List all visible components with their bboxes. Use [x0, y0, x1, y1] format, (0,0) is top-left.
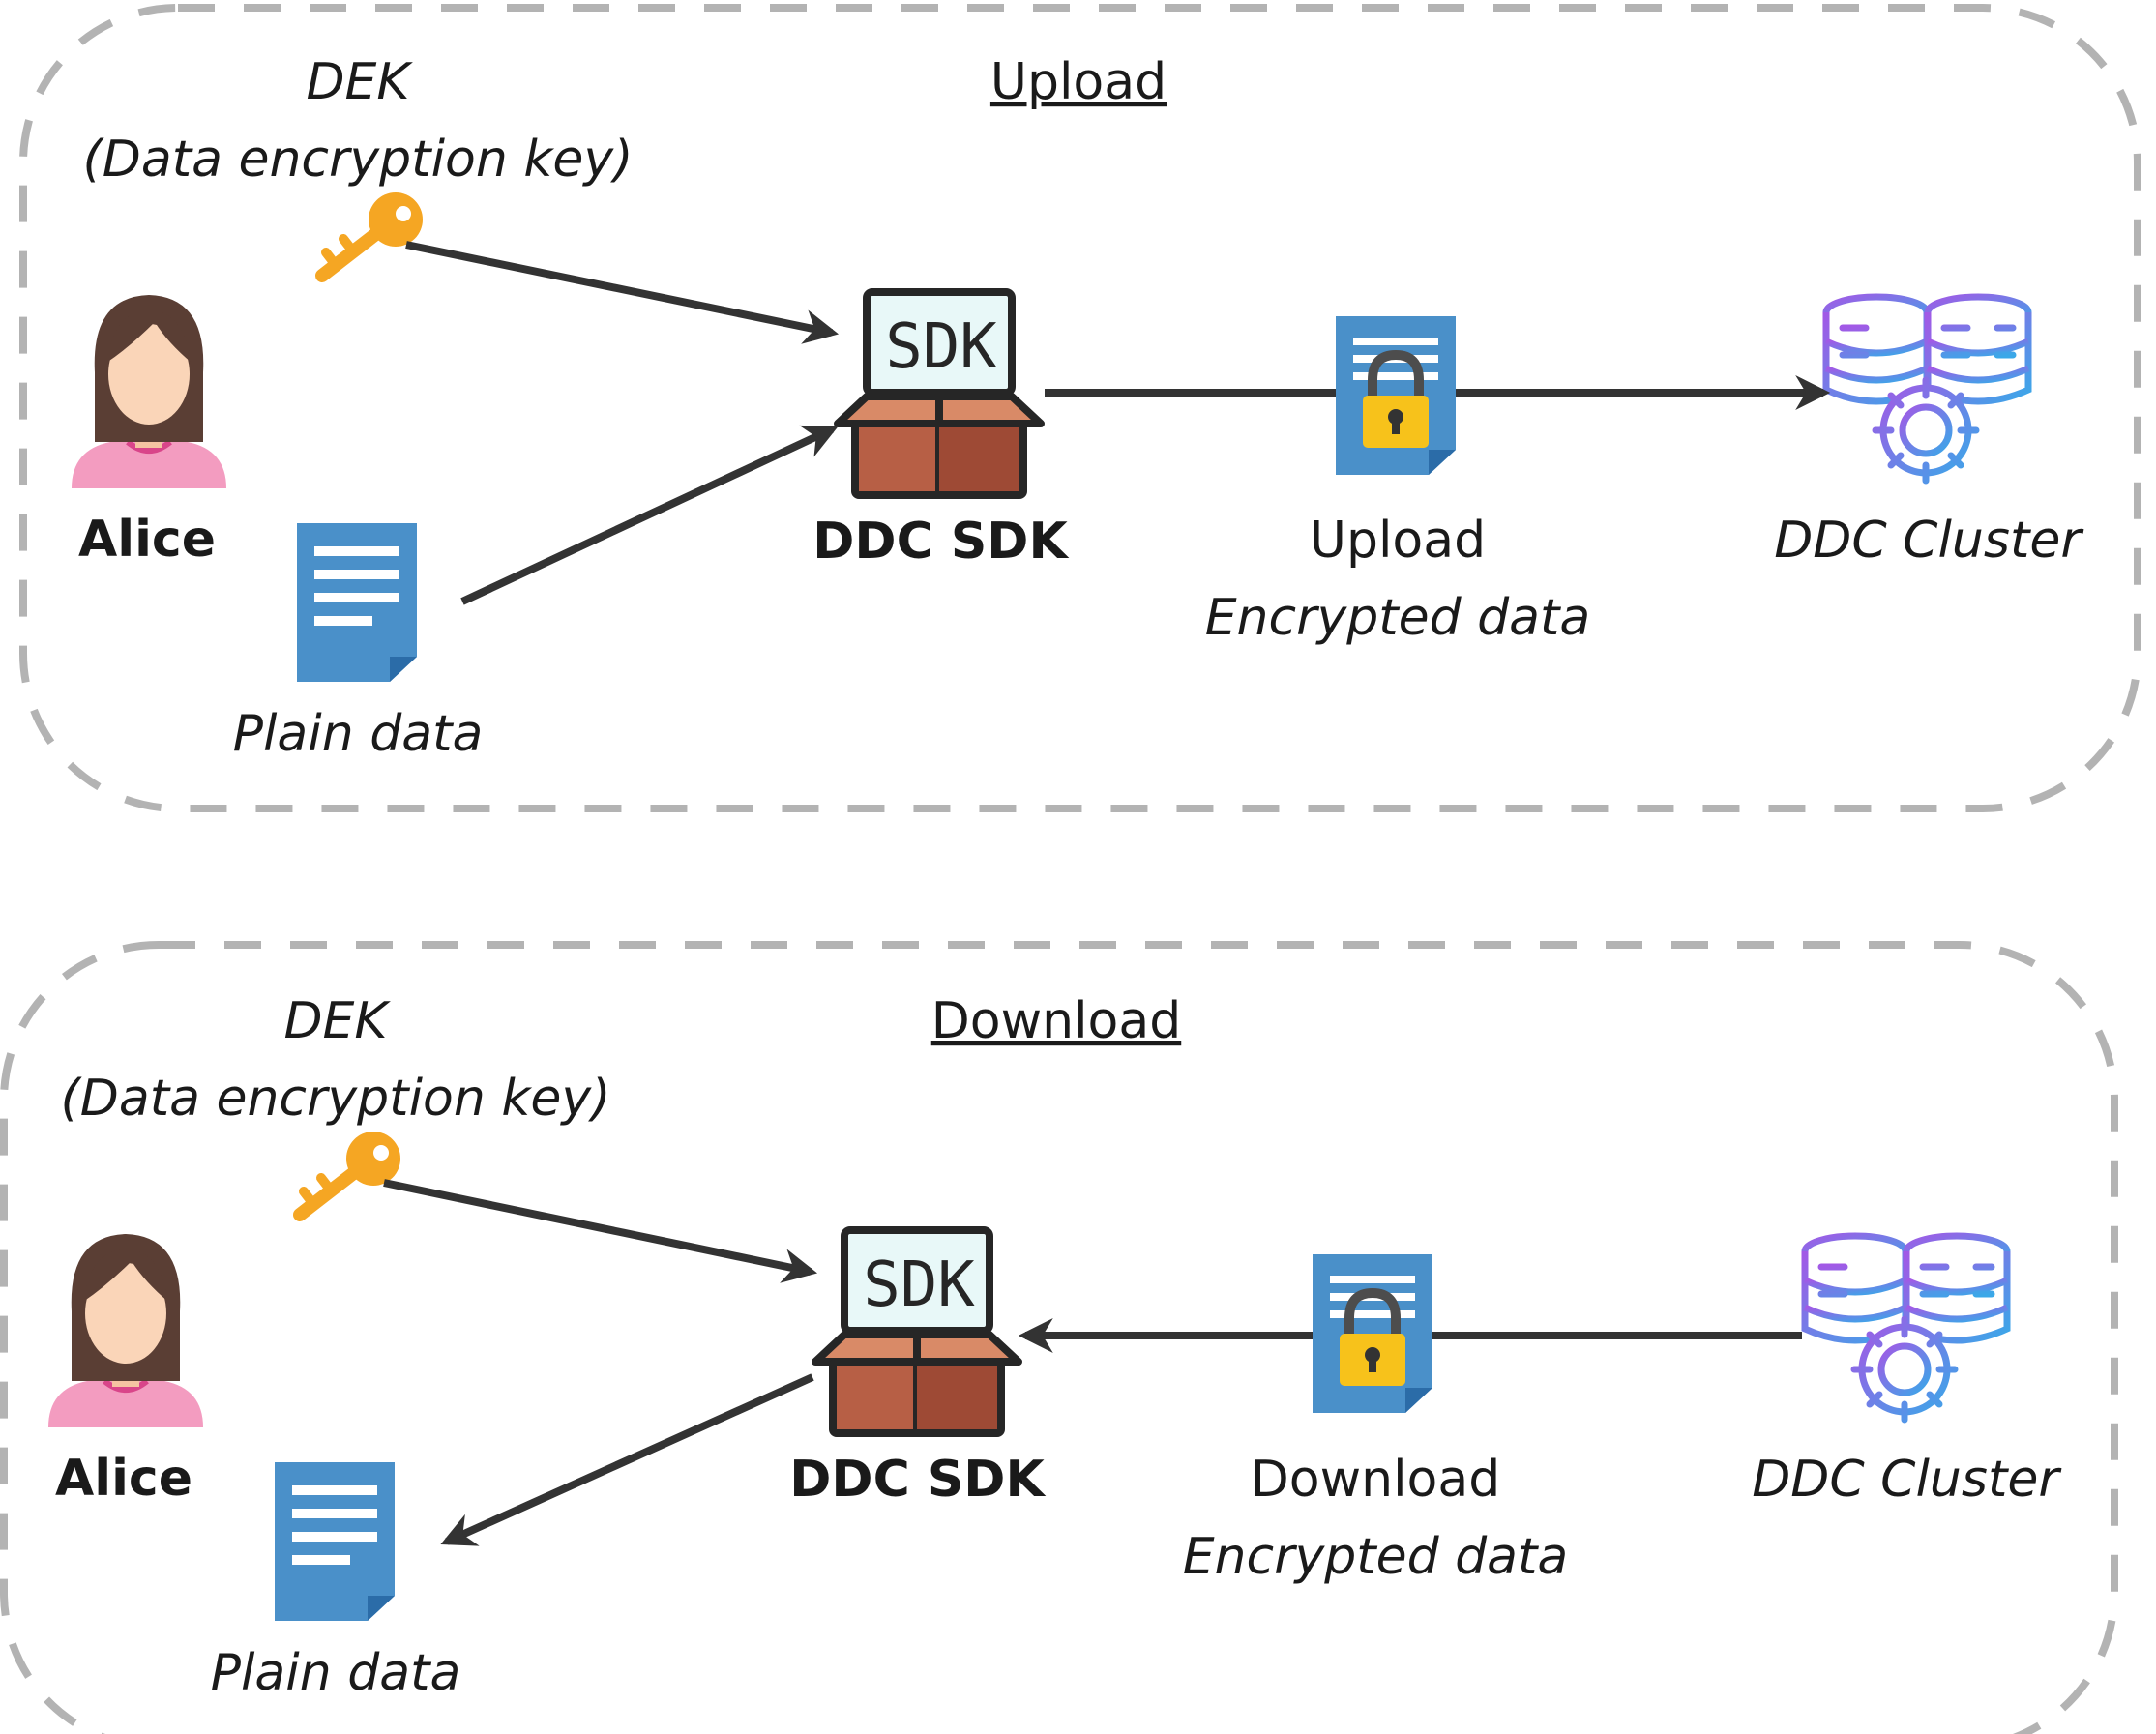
download-sdk-badge: SDK	[863, 1249, 975, 1321]
upload-title: Upload	[990, 53, 1167, 111]
upload-arrow-plain-to-sdk	[460, 425, 839, 605]
upload-transfer-label: Upload	[1310, 512, 1486, 570]
download-alice-label: Alice	[55, 1450, 192, 1508]
download-key-icon	[300, 1132, 400, 1215]
upload-encrypted-document-icon	[1336, 316, 1456, 475]
upload-ddc-cluster-label: DDC Cluster	[1774, 512, 2084, 570]
upload-panel-border	[19, 4, 2141, 812]
download-dek-description: (Data encryption key)	[61, 1070, 611, 1128]
upload-plain-data-label: Plain data	[233, 705, 484, 763]
download-transfer-label: Download	[1251, 1451, 1500, 1509]
download-plain-data-label: Plain data	[211, 1644, 461, 1702]
download-encrypted-data-label: Encrypted data	[1183, 1528, 1569, 1586]
upload-ddc-cluster-icon	[1826, 297, 2028, 481]
upload-alice-avatar	[72, 295, 226, 488]
download-panel-border	[0, 941, 2118, 1734]
download-arrow-key-to-sdk	[383, 1179, 818, 1283]
upload-alice-label: Alice	[78, 511, 216, 569]
download-ddc-cluster-label: DDC Cluster	[1752, 1451, 2062, 1509]
download-sdk-label: DDC SDK	[789, 1451, 1046, 1509]
upload-encrypted-data-label: Encrypted data	[1205, 589, 1591, 647]
download-title: Download	[931, 992, 1181, 1050]
upload-arrow-key-to-sdk	[405, 241, 840, 344]
download-alice-avatar	[48, 1234, 203, 1427]
upload-key-icon	[322, 192, 423, 276]
download-plain-document-icon	[275, 1462, 395, 1621]
upload-dek-description: (Data encryption key)	[83, 131, 634, 189]
download-arrow-sdk-to-plain	[440, 1373, 814, 1546]
download-ddc-cluster-icon	[1805, 1236, 2007, 1420]
upload-dek-label: DEK	[307, 53, 414, 111]
upload-plain-document-icon	[297, 523, 417, 682]
download-panel: Download DEK (Data encryption key) Alice…	[0, 941, 2118, 1734]
upload-sdk-label: DDC SDK	[812, 513, 1069, 571]
download-dek-label: DEK	[284, 992, 392, 1050]
download-encrypted-document-icon	[1313, 1254, 1432, 1413]
upload-sdk-badge: SDK	[885, 311, 997, 383]
upload-panel: Upload DEK (Data encryption key) Alice P…	[19, 4, 2141, 812]
